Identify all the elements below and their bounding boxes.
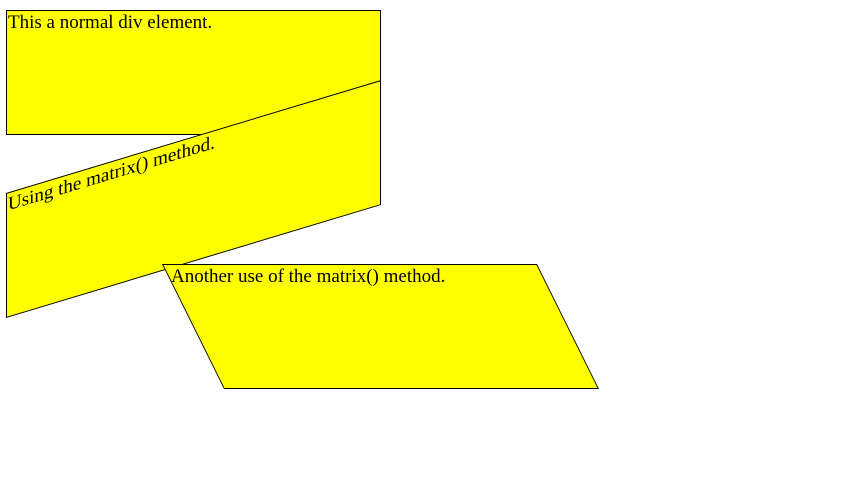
normal-div-box: This a normal div element.	[6, 10, 381, 135]
matrix-skewed-box-text: Another use of the matrix() method.	[170, 266, 446, 287]
matrix-skewed-box: Another use of the matrix() method.	[162, 264, 599, 389]
normal-div-text: This a normal div element.	[8, 12, 213, 33]
matrix-box-text: Using the matrix() method.	[8, 132, 215, 216]
